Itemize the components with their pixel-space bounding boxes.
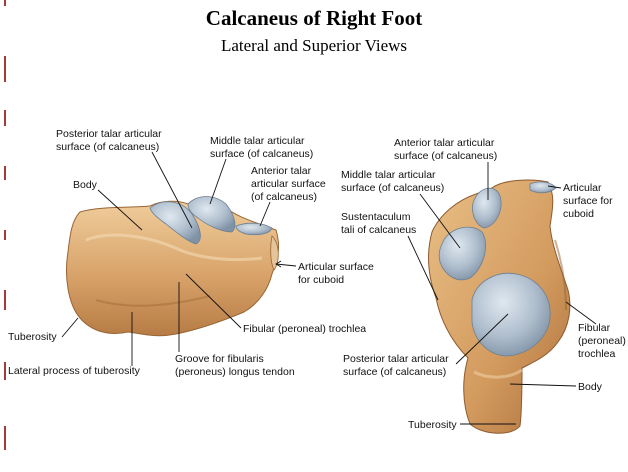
bone-shading (554, 239, 567, 311)
sup-sustentaculum-label-2: tali of calcaneus (341, 224, 416, 236)
lat-tuberosity-label: Tuberosity (8, 331, 57, 343)
lateral-view: Posterior talar articular surface (of ca… (8, 128, 374, 378)
lat-cuboid-label-2: for cuboid (298, 274, 344, 286)
sup-tuberosity-label: Tuberosity (408, 419, 457, 431)
bone-highlight (473, 368, 523, 379)
sup-anterior-talar-label-1: Anterior talar articular (394, 137, 495, 149)
sup-middle-talar-label-1: Middle talar articular (341, 169, 436, 181)
lat-anterior-talar-label-1: Anterior talar (251, 165, 312, 177)
lat-anterior-talar-label-3: (of calcaneus) (251, 191, 317, 203)
cuboid-facet-lateral (270, 235, 279, 271)
lat-middle-talar-label-2: surface (of calcaneus) (210, 148, 313, 160)
lat-cuboid-label-1: Articular surface (298, 261, 374, 273)
bone-highlight (85, 233, 263, 262)
sup-cuboid-label-2: surface for (563, 195, 613, 207)
page-title: Calcaneus of Right Foot (205, 6, 423, 30)
sup-posterior-talar-label-2: surface (of calcaneus) (343, 366, 446, 378)
superior-leader-lines (407, 162, 597, 425)
sup-cuboid-label-1: Articular (563, 182, 602, 194)
lat-posterior-talar-label-2: surface (of calcaneus) (56, 141, 159, 153)
sup-cuboid-label-3: cuboid (563, 208, 594, 220)
sup-posterior-talar-label-1: Posterior talar articular (343, 353, 449, 365)
lat-lateral-process-label: Lateral process of tuberosity (8, 365, 141, 377)
sup-fibular-label-3: trochlea (578, 348, 616, 360)
lat-middle-talar-label-1: Middle talar articular (210, 135, 305, 147)
lat-fibular-trochlea-label: Fibular (peroneal) trochlea (243, 323, 366, 335)
sup-body-label: Body (578, 381, 603, 393)
bone-shading (95, 295, 211, 307)
page-subtitle: Lateral and Superior Views (220, 36, 408, 55)
lat-groove-label-2: (peroneus) longus tendon (175, 366, 295, 378)
lateral-calcaneus-bone (66, 197, 279, 337)
posterior-talar-facet-lateral (149, 201, 201, 245)
lateral-leader-lines (61, 151, 297, 366)
sup-anterior-talar-label-2: surface (of calcaneus) (394, 150, 497, 162)
lat-groove-label-1: Groove for fibularis (175, 353, 264, 365)
middle-talar-facet-lateral (187, 196, 236, 233)
posterior-talar-facet-superior (471, 272, 551, 357)
anterior-talar-facet-lateral (235, 222, 273, 236)
left-margin-rule (4, 0, 6, 472)
cuboid-facet-superior (529, 181, 557, 194)
lat-anterior-talar-label-2: articular surface (251, 178, 326, 190)
sup-sustentaculum-label-1: Sustentaculum (341, 211, 411, 223)
middle-talar-facet-superior (438, 226, 486, 281)
lat-posterior-talar-label-1: Posterior talar articular (56, 128, 162, 140)
sup-fibular-label-2: (peroneal) (578, 335, 626, 347)
lat-body-label: Body (73, 179, 98, 191)
sup-middle-talar-label-2: surface (of calcaneus) (341, 182, 444, 194)
superior-view: Anterior talar articular surface (of cal… (341, 137, 626, 434)
sup-fibular-label-1: Fibular (578, 322, 611, 334)
